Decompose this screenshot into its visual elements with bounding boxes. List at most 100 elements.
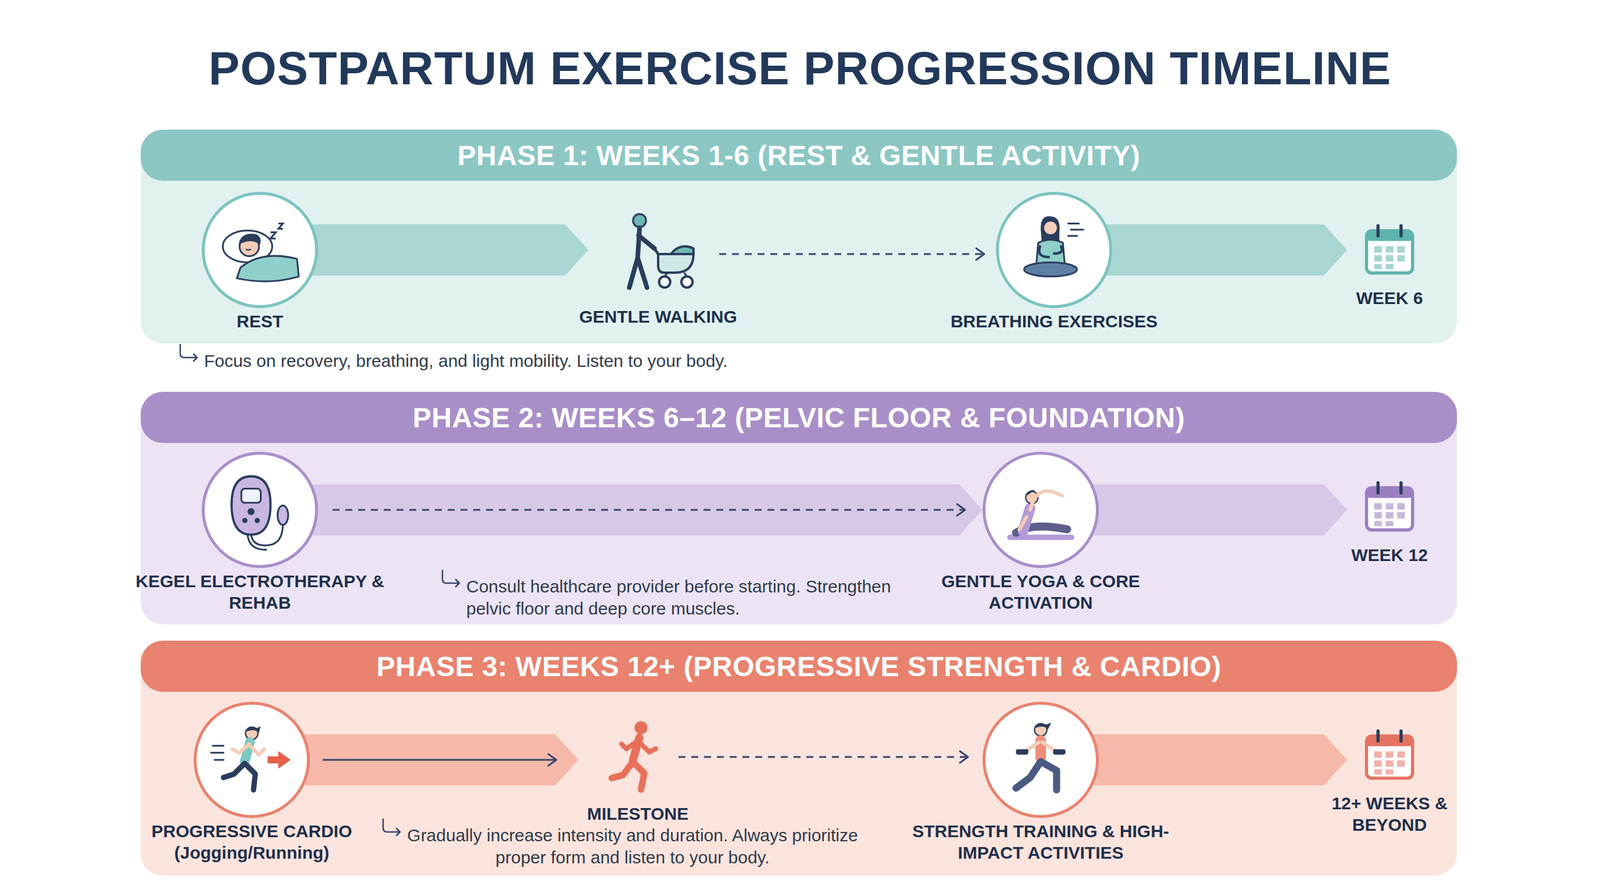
connector <box>719 248 985 260</box>
calendar-icon <box>1357 218 1422 282</box>
kegel-device-icon <box>215 465 305 555</box>
step-label: 12+ WEEKS & BEYOND <box>1302 793 1477 836</box>
icon-shape <box>1374 751 1382 758</box>
calendar-icon <box>1357 723 1422 788</box>
phase-band: PHASE 1: WEEKS 1-6 (REST & GENTLE ACTIVI… <box>140 129 1457 344</box>
icon-shape <box>1366 230 1413 242</box>
icon-shape <box>1366 487 1413 531</box>
icon-shape <box>1366 736 1413 779</box>
icon-shape <box>1397 502 1405 510</box>
icon-shape <box>1397 245 1405 253</box>
icon-shape <box>664 272 687 277</box>
icon-shape <box>1030 491 1063 510</box>
icon-shape <box>659 276 671 288</box>
sleeping-icon <box>215 205 305 295</box>
note-text: Gradually increase intensity and duratio… <box>382 824 883 869</box>
icon-shape <box>241 488 261 503</box>
icon-shape <box>1038 246 1062 257</box>
note-text: Focus on recovery, breathing, and light … <box>204 350 728 373</box>
icon-shape <box>634 720 648 734</box>
connector <box>304 734 579 786</box>
step-circle: GENTLE YOGA & CORE ACTIVATION <box>982 451 1099 569</box>
note-text: Consult healthcare provider before start… <box>466 575 897 620</box>
dashed-line <box>332 509 966 512</box>
step-icon: GENTLE WALKING <box>611 207 705 301</box>
icon-shape <box>1374 255 1382 262</box>
icon-shape <box>1374 245 1382 253</box>
step-label: PROGRESSIVE CARDIO (Jogging/Running) <box>132 820 371 864</box>
arrow-head <box>959 751 969 763</box>
phase-header: PHASE 3: WEEKS 12+ (PROGRESSIVE STRENGTH… <box>140 640 1457 692</box>
icon-shape <box>658 254 694 273</box>
icon-shape <box>1023 262 1077 277</box>
icon-shape <box>1015 761 1057 791</box>
icon-shape <box>681 276 693 288</box>
icon-shape <box>1374 245 1406 270</box>
step-label: REST <box>236 311 284 333</box>
icon-shape <box>1374 520 1382 527</box>
chevron-band <box>312 484 983 536</box>
icon-shape <box>1366 736 1413 747</box>
icon-shape <box>246 726 261 734</box>
calendar-icon <box>1357 475 1422 539</box>
icon-shape <box>1385 255 1394 262</box>
icon-shape <box>1397 751 1405 758</box>
icon-shape <box>1377 482 1402 494</box>
step-icon: MILESTONE <box>597 716 679 798</box>
connector <box>678 751 969 763</box>
walking-stroller-icon <box>611 207 705 301</box>
dashed-line <box>678 756 969 759</box>
icon-shape <box>1052 749 1066 755</box>
step-circle: BREATHING EXERCISES <box>995 191 1113 309</box>
icon-shape <box>1015 749 1028 755</box>
icon-shape <box>1019 516 1027 530</box>
step-label: BREATHING EXERCISES <box>950 311 1158 333</box>
connector <box>1093 484 1348 536</box>
icon-shape <box>254 518 260 524</box>
connector <box>312 484 983 536</box>
step-circle: STRENGTH TRAINING & HIGH-IMPACT ACTIVITI… <box>982 701 1099 819</box>
icon-shape <box>247 534 267 550</box>
step-icon: WEEK 6 <box>1357 218 1422 282</box>
step-label: WEEK 12 <box>1351 544 1428 567</box>
icon-shape <box>1374 751 1406 775</box>
step-circle: PROGRESSIVE CARDIO (Jogging/Running) <box>193 701 310 819</box>
step-icon: WEEK 12 <box>1357 475 1422 539</box>
runner-icon <box>207 715 296 805</box>
icon-shape <box>383 819 400 836</box>
icon-shape <box>1040 216 1060 242</box>
step-circle: KEGEL ELECTROTHERAPY & REHAB <box>201 451 319 569</box>
step-icon: 12+ WEEKS & BEYOND <box>1357 723 1422 788</box>
arrow-head <box>548 754 557 766</box>
icon-shape <box>232 744 265 755</box>
icon-shape <box>1035 722 1052 730</box>
icon-shape <box>1036 240 1066 265</box>
icon-shape <box>1366 230 1413 274</box>
icon-shape <box>1374 263 1382 270</box>
icon-shape <box>1385 263 1394 270</box>
icon-shape <box>1385 512 1394 519</box>
icon-shape <box>1374 769 1382 775</box>
phase-header: PHASE 2: WEEKS 6–12 (PELVIC FLOOR & FOUN… <box>140 391 1457 444</box>
icon-shape <box>1374 502 1406 527</box>
breathing-icon <box>1009 205 1099 295</box>
icon-shape <box>442 570 460 587</box>
phase-title: PHASE 3: WEEKS 12+ (PROGRESSIVE STRENGTH… <box>376 650 1221 683</box>
icon-shape <box>1374 512 1382 519</box>
icon-shape <box>1374 502 1382 510</box>
solid-line <box>322 759 557 762</box>
icon-shape <box>211 745 224 760</box>
chevron-band <box>1093 734 1348 786</box>
icon-shape <box>1377 225 1402 237</box>
step-circle: REST <box>201 191 319 309</box>
icon-shape <box>1068 223 1084 236</box>
icon-shape <box>1397 760 1405 767</box>
chevron-band <box>312 224 589 276</box>
icon-shape <box>277 505 288 525</box>
arrow-head <box>956 504 966 516</box>
icon-shape <box>247 508 255 516</box>
icon-shape <box>1374 760 1382 767</box>
icon-shape <box>1377 730 1402 742</box>
step-label: GENTLE YOGA & CORE ACTIVATION <box>937 570 1145 614</box>
step-label: WEEK 6 <box>1355 287 1423 310</box>
